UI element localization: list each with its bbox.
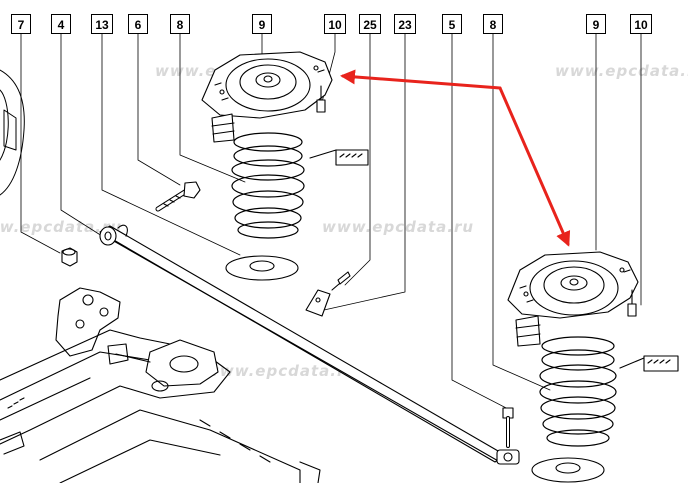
bracket-icon [305,271,351,317]
leader-8a [179,33,246,183]
leader-23 [314,33,406,313]
watermark: www.epcdata.ru [555,62,688,80]
leader-4 [60,33,103,237]
callout-7: 7 [11,14,31,34]
leader-lines [20,33,642,411]
callout-8: 8 [483,14,503,34]
callout-10: 10 [324,14,346,34]
watermark: www.epcdata.ru [205,362,358,380]
frame-icon [0,287,321,483]
callout-8: 8 [170,14,190,34]
callout-9: 9 [586,14,606,34]
bump-stop-icon [211,113,235,143]
spring-seat-icon [225,255,299,281]
watermark: www.epcdata.ru [322,218,475,236]
coil-spring-icon [231,132,305,239]
red-arrows [340,69,571,247]
bolt-icon [155,181,201,212]
coil-spring-icon [539,336,617,447]
spring-mount-icon [507,251,639,319]
watermark: www.epcdata.ru [0,218,123,236]
bolt-icon [316,85,326,113]
callout-23: 23 [394,14,416,34]
tag-label-icon [309,149,369,166]
bolt-icon [502,407,514,448]
torsion-beam-icon [99,224,520,465]
bolt-icon [627,289,637,317]
bump-stop-icon [515,315,541,347]
spring-mount-icon [201,51,333,119]
body-outline-icon [0,69,25,196]
callout-10: 10 [630,14,652,34]
leader-6 [137,33,181,186]
callout-5: 5 [442,14,462,34]
spring-seat-icon [531,457,605,483]
leader-8b [492,33,551,391]
leader-5 [451,33,511,411]
nut-icon [61,247,78,267]
tag-label-icon [619,355,679,372]
leader-13 [101,33,241,256]
leader-7 [20,33,61,254]
callout-25: 25 [359,14,381,34]
callout-6: 6 [128,14,148,34]
callout-9: 9 [252,14,272,34]
callout-13: 13 [91,14,113,34]
leader-25 [344,33,371,286]
callout-4: 4 [51,14,71,34]
